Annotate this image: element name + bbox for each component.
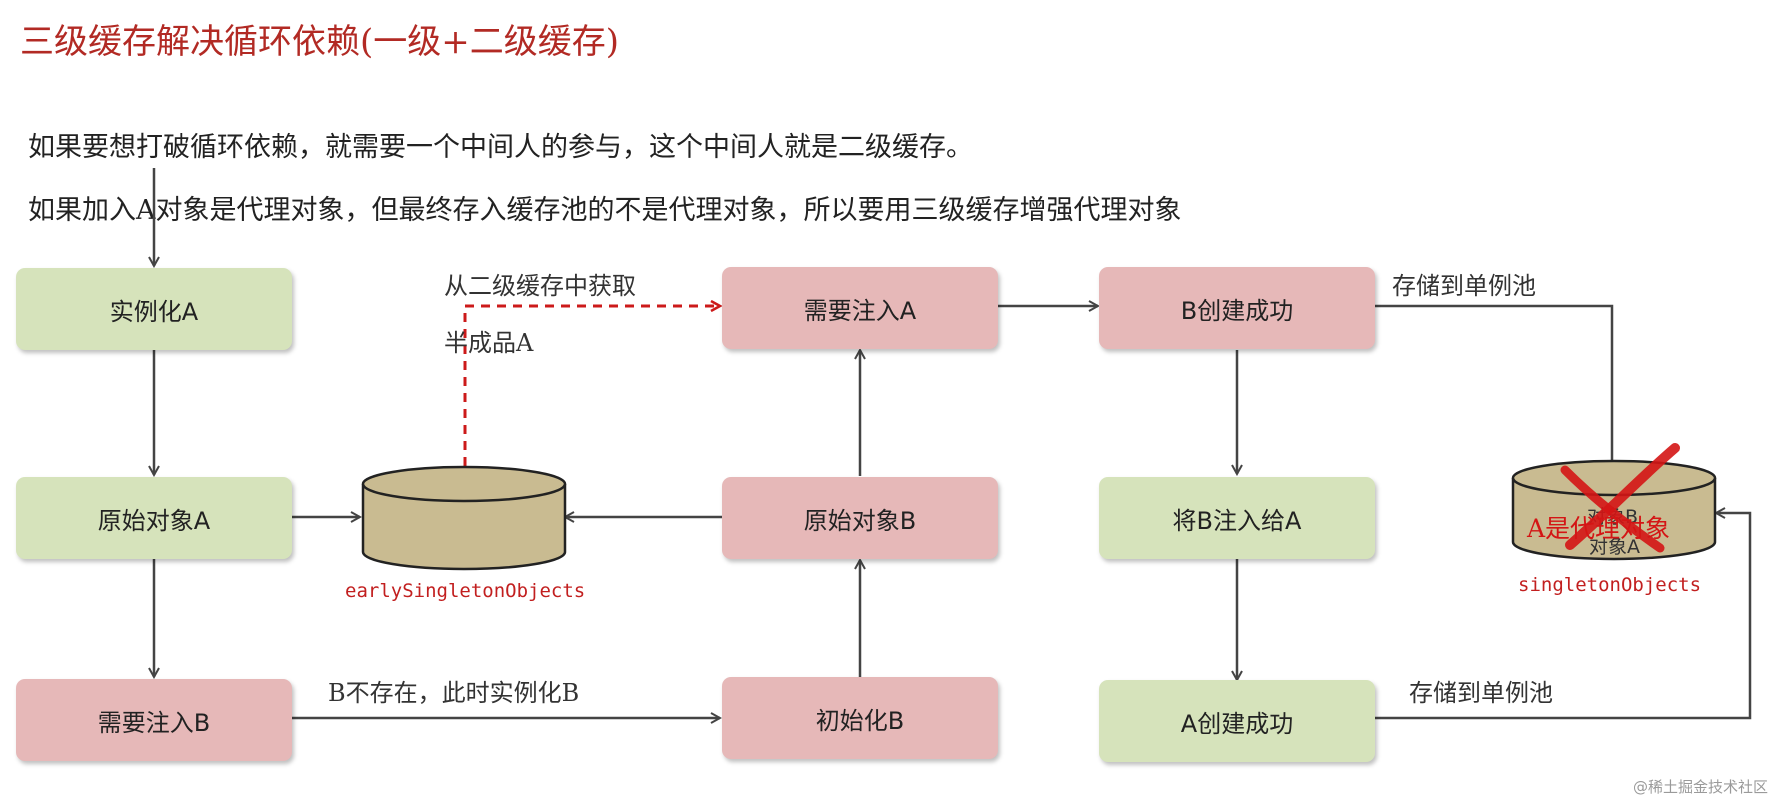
intro-line-1: 如果要想打破循环依赖，就需要一个中间人的参与，这个中间人就是二级缓存。 (28, 132, 973, 163)
singleton-cache-label: singletonObjects (1518, 574, 1702, 596)
b-into-a-box: 将B注入给A (1099, 477, 1375, 559)
inject-a-box: 需要注入A (722, 267, 998, 349)
from-second-cache-label: 从二级缓存中获取 (444, 272, 636, 300)
inject-b-box: 需要注入B (16, 679, 292, 761)
raw-object-a-label: 原始对象A (97, 506, 211, 535)
raw-object-a-box: 原始对象A (16, 477, 292, 559)
page-title: 三级缓存解决循环依赖(一级+二级缓存) (20, 22, 620, 62)
b-created-box: B创建成功 (1099, 267, 1375, 349)
store-pool-label-2: 存储到单例池 (1409, 679, 1553, 707)
half-finished-a-label: 半成品A (444, 329, 534, 357)
b-not-exist-label: B不存在，此时实例化B (328, 679, 580, 707)
arrow-b-created-to-singleton (1375, 304, 1612, 488)
instantiate-a-box: 实例化A (16, 268, 292, 350)
raw-object-b-box: 原始对象B (722, 477, 998, 559)
intro-line-2: 如果加入A对象是代理对象，但最终存入缓存池的不是代理对象，所以要用三级缓存增强代… (28, 195, 1182, 226)
b-created-label: B创建成功 (1180, 296, 1294, 325)
a-created-label: A创建成功 (1180, 709, 1294, 738)
inject-a-label: 需要注入A (803, 296, 917, 325)
a-created-box: A创建成功 (1099, 680, 1375, 762)
raw-object-b-label: 原始对象B (803, 506, 917, 535)
proxy-overlay-text: A是代理对象 (1527, 514, 1671, 543)
dashed-arrow-from-early-cache (463, 306, 720, 466)
init-b-box: 初始化B (722, 677, 998, 759)
inject-b-label: 需要注入B (97, 708, 211, 737)
early-cache-cylinder (361, 465, 567, 571)
instantiate-a-label: 实例化A (109, 297, 199, 326)
b-into-a-label: 将B注入给A (1172, 506, 1302, 535)
arrow-a-created-to-singleton (1375, 513, 1752, 720)
watermark: @稀土掘金技术社区 (1632, 778, 1768, 796)
init-b-label: 初始化B (815, 706, 905, 735)
early-cache-label: earlySingletonObjects (345, 580, 586, 602)
store-pool-label-1: 存储到单例池 (1392, 272, 1536, 300)
